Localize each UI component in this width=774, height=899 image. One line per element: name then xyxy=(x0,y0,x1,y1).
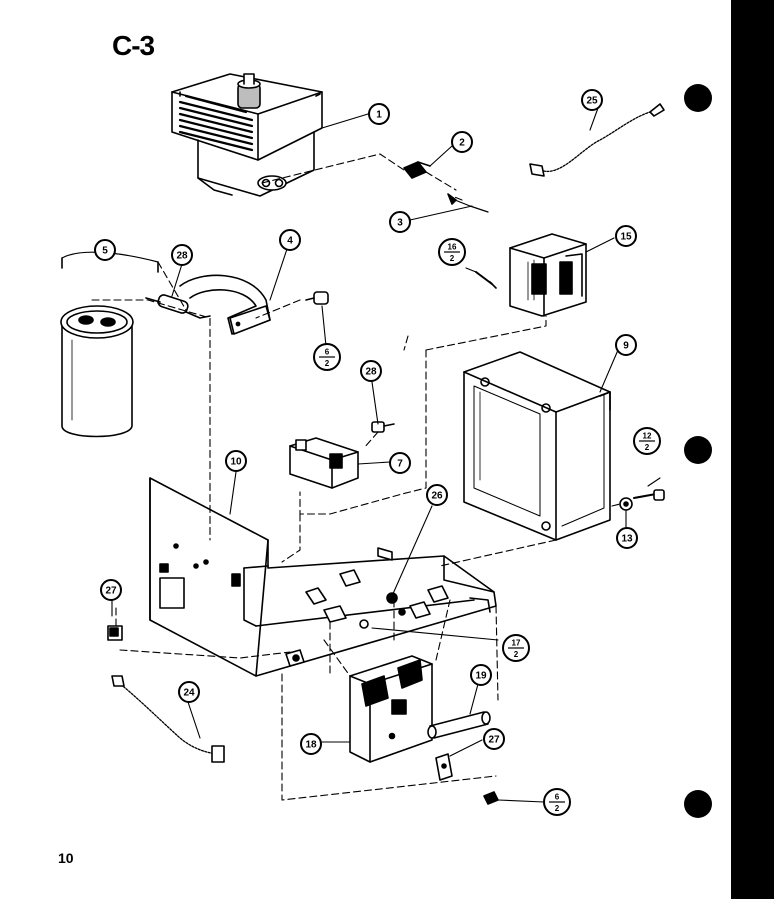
binder-hole-middle xyxy=(684,436,712,464)
binder-edge xyxy=(731,0,774,899)
binder-hole-top xyxy=(684,84,712,112)
fraction-callout-6-2-top: 6 2 xyxy=(313,343,341,371)
screw-part xyxy=(447,193,489,213)
callout-27-right-label: 27 xyxy=(488,735,500,746)
callout-18-label: 18 xyxy=(305,740,317,751)
callout-25-label: 25 xyxy=(586,96,598,107)
fraction-6-2-top-num: 6 xyxy=(325,348,330,357)
diode-part xyxy=(145,294,211,319)
fraction-12-2-den: 2 xyxy=(645,443,650,452)
callout-1: 1 xyxy=(368,103,390,125)
connector-27-left xyxy=(107,625,123,641)
fraction-6-2-bottom-den: 2 xyxy=(555,804,560,813)
thermal-clip-part xyxy=(403,161,431,179)
callout-27-right: 27 xyxy=(483,728,505,750)
assembly-guide-lines xyxy=(91,153,621,801)
fuse-holder-7-part xyxy=(289,437,359,489)
fraction-6-2-bottom-num: 6 xyxy=(555,793,560,802)
callout-27-left-label: 27 xyxy=(105,586,117,597)
callout-13-label: 13 xyxy=(621,534,633,545)
clip-27-right xyxy=(435,753,453,781)
fraction-17-2-num: 17 xyxy=(512,639,521,648)
callout-3-label: 3 xyxy=(397,218,403,229)
screw-16-2 xyxy=(475,271,497,289)
relay-15-part xyxy=(509,233,587,317)
callout-26-label: 26 xyxy=(431,491,443,502)
callout-28-mid: 28 xyxy=(360,360,382,382)
page-number: 10 xyxy=(58,850,74,866)
magnetron-part xyxy=(171,73,323,197)
callout-27-left: 27 xyxy=(100,579,122,601)
fraction-callout-6-2-bottom: 6 2 xyxy=(543,788,571,816)
callout-2: 2 xyxy=(451,131,473,153)
fraction-callout-16-2: 16 2 xyxy=(438,238,466,266)
washer-13-part xyxy=(619,497,633,511)
screw-6-2-top xyxy=(305,291,329,305)
screw-28-mid xyxy=(371,421,395,433)
callout-18: 18 xyxy=(300,733,322,755)
wire-lead-24 xyxy=(111,675,225,763)
fraction-callout-12-2: 12 2 xyxy=(633,427,661,455)
callout-4-label: 4 xyxy=(287,236,293,247)
screw-12-2-part xyxy=(633,489,665,501)
callout-4: 4 xyxy=(279,229,301,251)
capacitor-band-part xyxy=(179,274,271,335)
callout-10-label: 10 xyxy=(230,457,242,468)
fraction-17-2-den: 2 xyxy=(514,650,519,659)
capacitor-part xyxy=(60,251,159,438)
callout-28-left: 28 xyxy=(171,244,193,266)
callout-10: 10 xyxy=(225,450,247,472)
fraction-callout-17-2: 17 2 xyxy=(502,634,530,662)
page-title: C-3 xyxy=(112,30,155,61)
callout-3: 3 xyxy=(389,211,411,233)
base-plate-part xyxy=(149,477,497,677)
leader-lines xyxy=(104,107,661,803)
callout-24-label: 24 xyxy=(183,688,195,699)
fuse-19-part xyxy=(427,711,491,739)
wire-lead-25 xyxy=(529,103,665,177)
callout-19-label: 19 xyxy=(475,671,487,682)
screw-6-2-bottom xyxy=(483,791,499,805)
fraction-16-2-num: 16 xyxy=(448,243,457,252)
binder-hole-bottom xyxy=(684,790,712,818)
callout-9-label: 9 xyxy=(623,341,629,352)
callout-25: 25 xyxy=(581,89,603,111)
fuse-block-18-part xyxy=(349,655,433,763)
fraction-6-2-top-den: 2 xyxy=(325,359,330,368)
fraction-16-2-den: 2 xyxy=(450,254,455,263)
callout-5-label: 5 xyxy=(102,246,108,257)
callout-13: 13 xyxy=(616,527,638,549)
callout-1-label: 1 xyxy=(376,110,382,121)
callout-2-label: 2 xyxy=(459,138,465,149)
callout-7-label: 7 xyxy=(397,459,403,470)
callout-5: 5 xyxy=(94,239,116,261)
callout-15: 15 xyxy=(615,225,637,247)
callout-15-label: 15 xyxy=(620,232,632,243)
transformer-part xyxy=(463,351,611,541)
callout-28-left-label: 28 xyxy=(176,251,188,262)
callout-26: 26 xyxy=(426,484,448,506)
callout-7: 7 xyxy=(389,452,411,474)
callout-9: 9 xyxy=(615,334,637,356)
callout-24: 24 xyxy=(178,681,200,703)
fraction-12-2-num: 12 xyxy=(643,432,652,441)
callout-28-mid-label: 28 xyxy=(365,367,377,378)
callout-19: 19 xyxy=(470,664,492,686)
